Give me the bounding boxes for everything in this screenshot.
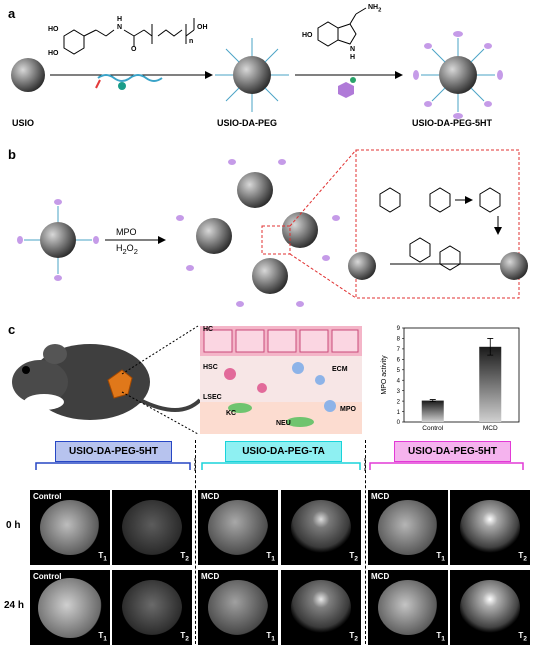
tissue-label-lsec: LSEC bbox=[203, 394, 222, 401]
amide-n-label: N bbox=[117, 24, 123, 31]
liver-tissue-diagram bbox=[200, 326, 362, 434]
y-tick-label: 5 bbox=[397, 368, 401, 374]
ho-label-bottom: HO bbox=[48, 50, 59, 57]
error-bar-mcd bbox=[487, 338, 494, 356]
panel-letter-a: a bbox=[8, 6, 16, 21]
usio-da-peg-label: USIO-DA-PEG bbox=[217, 118, 278, 128]
mouse-illustration bbox=[12, 344, 202, 420]
panel-letter-b: b bbox=[8, 147, 16, 162]
y-tick-label: 4 bbox=[397, 378, 401, 384]
oh-label: OH bbox=[197, 24, 208, 31]
group-brackets bbox=[35, 458, 524, 472]
error-bar-control bbox=[429, 399, 436, 403]
panel-letter-c: c bbox=[8, 322, 16, 337]
amide-h-label: H bbox=[117, 16, 123, 23]
h2o2-label: H2O2 bbox=[116, 243, 138, 256]
mri-g3-24h-t2: T2 bbox=[450, 570, 530, 645]
mri-g1-0h-t2: T2 bbox=[112, 490, 192, 565]
mechanism-structures bbox=[379, 187, 506, 271]
indole-h-label: H bbox=[350, 54, 356, 61]
y-tick-label: 2 bbox=[397, 399, 401, 405]
y-tick-label: 9 bbox=[397, 326, 401, 332]
tissue-label-kc: KC bbox=[226, 410, 237, 417]
x-tick-label: Control bbox=[422, 425, 444, 432]
mpo-label: MPO bbox=[116, 227, 137, 237]
row-label-0h: 0 h bbox=[6, 520, 21, 531]
group-header-3: USIO-DA-PEG-5HT bbox=[394, 441, 511, 462]
mri-g2-24h-t2: T2 bbox=[281, 570, 361, 645]
chart-plot-frame bbox=[403, 327, 520, 423]
tissue-label-mpo: MPO bbox=[340, 406, 356, 413]
mri-g2-0h-t2: T2 bbox=[281, 490, 361, 565]
group-header-1: USIO-DA-PEG-5HT bbox=[55, 441, 172, 462]
x-tick-label: MCD bbox=[483, 425, 498, 432]
mri-g1-24h-t2: T2 bbox=[112, 570, 192, 645]
serotonin-structure bbox=[317, 7, 367, 47]
ho-5ht-label: HO bbox=[302, 32, 313, 39]
single-particle-b bbox=[17, 199, 99, 281]
tissue-label-hc: HC bbox=[203, 326, 214, 333]
usio-da-peg-5ht-particle bbox=[413, 31, 503, 119]
y-tick-label: 6 bbox=[397, 358, 401, 364]
carbonyl-o-label: O bbox=[131, 46, 137, 53]
separator-2 bbox=[365, 440, 366, 644]
tissue-label-neu: NEU bbox=[276, 420, 291, 427]
nh2-label: NH2 bbox=[368, 4, 382, 14]
bar-control bbox=[421, 400, 444, 422]
mri-g3-0h-t2: T2 bbox=[450, 490, 530, 565]
indole-n-label: N bbox=[350, 46, 356, 53]
mpo-activity-chart: 0 1 2 3 4 5 6 7 8 9 Control MCD MPO activity bbox=[381, 326, 520, 432]
separator-1 bbox=[195, 440, 196, 644]
panel-a-scheme bbox=[11, 7, 503, 119]
mechanism-zoom-box bbox=[355, 149, 520, 299]
row-label-24h: 24 h bbox=[4, 600, 25, 611]
n-subscript-label: n bbox=[189, 38, 194, 45]
da-peg-structure bbox=[63, 18, 195, 55]
y-tick-label: 1 bbox=[397, 410, 401, 416]
panel-c-illustration bbox=[12, 325, 362, 435]
aggregated-particles bbox=[176, 159, 340, 307]
y-tick-label: 3 bbox=[397, 389, 401, 395]
bar-mcd bbox=[479, 346, 502, 422]
y-tick-label: 7 bbox=[397, 347, 401, 353]
y-tick-label: 8 bbox=[397, 337, 401, 343]
chart-y-axis-label: MPO activity bbox=[381, 355, 388, 395]
group-header-2: USIO-DA-PEG-TA bbox=[225, 441, 342, 462]
panel-b-scheme bbox=[17, 149, 528, 307]
tissue-label-hsc: HSC bbox=[203, 364, 218, 371]
usio-particle bbox=[11, 58, 45, 92]
tissue-label-ecm: ECM bbox=[332, 366, 348, 373]
ho-label-top: HO bbox=[48, 26, 59, 33]
usio-da-peg-5ht-label: USIO-DA-PEG-5HT bbox=[412, 118, 493, 128]
y-tick-label: 0 bbox=[397, 420, 401, 426]
usio-label: USIO bbox=[12, 118, 35, 128]
usio-da-peg-particle bbox=[215, 38, 289, 112]
